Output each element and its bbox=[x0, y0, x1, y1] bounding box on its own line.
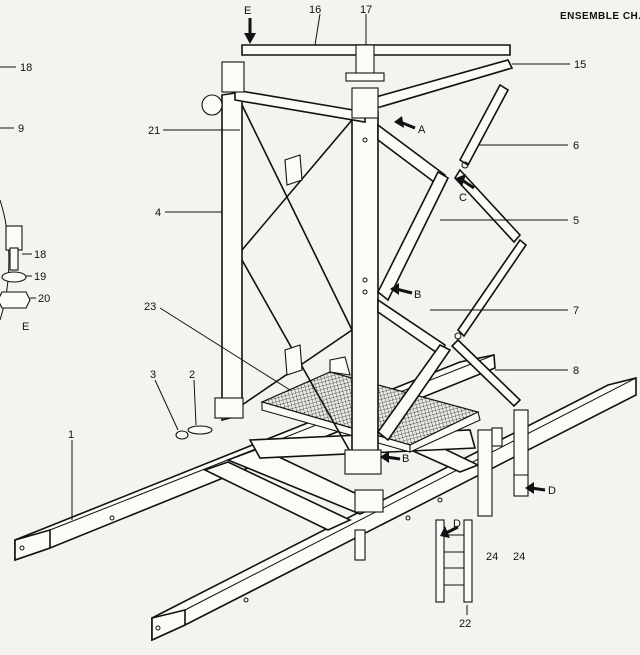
post-24-right bbox=[513, 409, 529, 497]
arrow-label-a: A bbox=[418, 124, 426, 136]
label-22: 22 bbox=[459, 618, 471, 630]
arrow-label-b-upper: B bbox=[414, 289, 421, 301]
detail-label-e: E bbox=[22, 321, 29, 333]
label-8: 8 bbox=[573, 365, 579, 377]
label-5: 5 bbox=[573, 215, 579, 227]
arrow-label-d-lower: D bbox=[453, 518, 461, 530]
label-24-right: 24 bbox=[513, 551, 525, 563]
label-3: 3 bbox=[150, 369, 156, 381]
label-2: 2 bbox=[189, 369, 195, 381]
arrow-label-e: E bbox=[244, 5, 251, 17]
ladder-22 bbox=[435, 519, 473, 603]
label-1: 1 bbox=[68, 429, 74, 441]
label-6: 6 bbox=[573, 140, 579, 152]
detail-e-bolt: 18 19 20 E bbox=[0, 199, 50, 333]
label-9: 9 bbox=[18, 123, 24, 135]
label-24-left: 24 bbox=[486, 551, 498, 563]
detail-label-18: 18 bbox=[34, 249, 46, 261]
detail-label-19: 19 bbox=[34, 271, 46, 283]
arrow-label-b-lower: B bbox=[402, 453, 409, 465]
tower-frame bbox=[201, 44, 514, 513]
arrows bbox=[244, 18, 546, 538]
label-16: 16 bbox=[309, 4, 321, 16]
pin-parts bbox=[175, 425, 213, 440]
part-labels: 18 9 16 17 15 21 4 6 5 7 8 23 3 2 1 22 2… bbox=[18, 4, 586, 630]
arrow-label-d-right: D bbox=[548, 485, 556, 497]
label-15: 15 bbox=[574, 59, 586, 71]
label-21: 21 bbox=[148, 125, 160, 137]
leader-lines bbox=[0, 13, 570, 615]
detail-label-20: 20 bbox=[38, 293, 50, 305]
label-4: 4 bbox=[155, 207, 161, 219]
sheet-title: ENSEMBLE CH. bbox=[560, 11, 640, 22]
label-17: 17 bbox=[360, 4, 372, 16]
label-18: 18 bbox=[20, 62, 32, 74]
folding-arms bbox=[376, 83, 528, 442]
label-7: 7 bbox=[573, 305, 579, 317]
post-24-left bbox=[477, 427, 503, 517]
label-23: 23 bbox=[144, 301, 156, 313]
arrow-label-c: C bbox=[459, 192, 467, 204]
